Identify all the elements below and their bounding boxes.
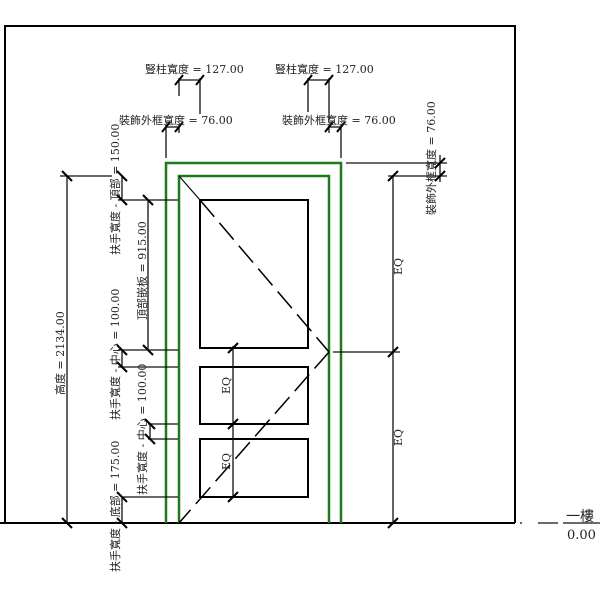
swing-line-upper — [199, 199, 330, 353]
top-panel — [199, 199, 309, 349]
mullion-width-left-label: 豎柱寬度 = 127.00 — [145, 62, 244, 76]
level-name: 一樓 — [566, 509, 594, 525]
wall-outline — [4, 25, 516, 523]
rail-center-1-label: 扶手寬度 - 中心 = 100.00 — [108, 289, 122, 420]
eq-upper-label: EQ — [392, 258, 405, 275]
rail-center-2-label: 扶手寬度 - 中心 = 100.00 — [135, 364, 149, 495]
left-dimension-lines — [60, 170, 178, 529]
trim-width-vertical-label: 裝飾外框寬度 = 76.00 — [424, 101, 438, 215]
inner-eq-lower-label: EQ — [220, 453, 233, 470]
rail-top-label: 扶手寬度 - 頂部 = 150.00 — [108, 124, 122, 255]
trim-width-left-label: 裝飾外框寬度 = 76.00 — [119, 113, 233, 127]
mullion-width-right-label: 豎柱寬度 = 127.00 — [275, 62, 374, 76]
trim-width-right-label: 裝飾外框寬度 = 76.00 — [282, 113, 396, 127]
level-elevation: 0.00 — [567, 528, 596, 543]
eq-lower-label: EQ — [392, 429, 405, 446]
top-panel-label: 頂部嵌板 = 915.00 — [135, 221, 149, 320]
middle-panel — [199, 366, 309, 425]
bottom-panel — [199, 438, 309, 498]
inner-eq-dimension — [227, 342, 239, 503]
rail-bottom-label: 扶手寬度 - 底部 = 175.00 — [108, 441, 122, 572]
outer-trim-frame — [164, 161, 343, 523]
inner-eq-upper-label: EQ — [220, 377, 233, 394]
swing-line-start — [178, 175, 201, 201]
inner-door-frame — [177, 174, 331, 523]
right-dimension-lines — [333, 155, 447, 529]
swing-line-lower — [178, 351, 330, 524]
height-label: 高度 = 2134.00 — [53, 311, 67, 395]
top-dimension-lines — [161, 74, 346, 158]
